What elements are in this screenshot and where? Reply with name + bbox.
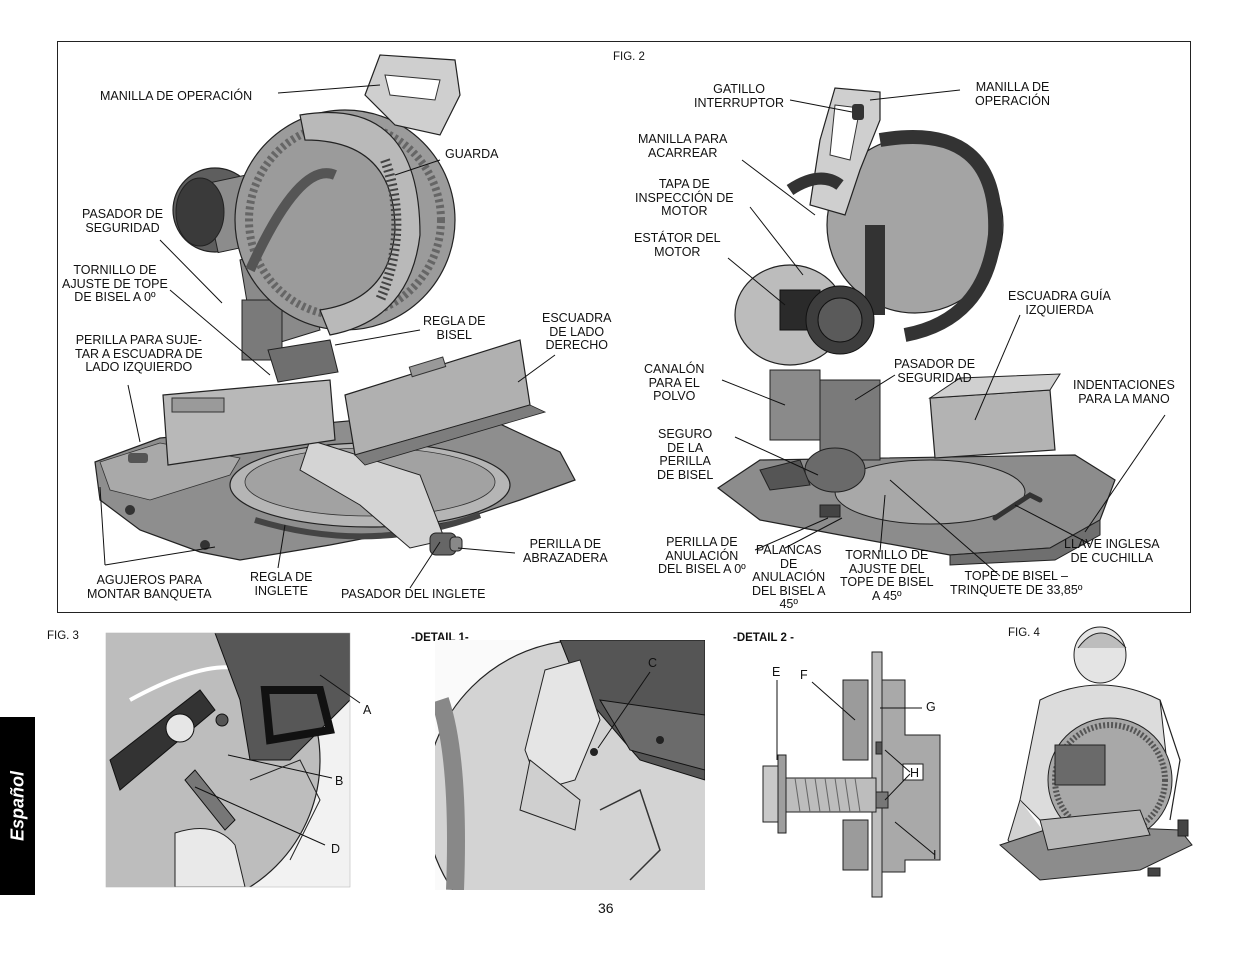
label-bevel-stop-screw-45: TORNILLO DE AJUSTE DEL TOPE DE BISEL A 4…	[840, 548, 934, 603]
label-left-fence-knob: PERILLA PARA SUJE- TAR A ESCUADRA DE LAD…	[75, 333, 203, 374]
fig2-frame	[57, 41, 1191, 613]
label-bevel-knob-lock: SEGURO DE LA PERILLA DE BISEL	[657, 427, 714, 482]
label-carry-handle: MANILLA PARA ACARREAR	[638, 132, 728, 160]
detail2-letter-f: F	[800, 668, 808, 682]
label-bevel-scale: REGLA DE BISEL	[423, 314, 486, 342]
label-guard: GUARDA	[445, 147, 499, 161]
fig4-tag: FIG. 4	[1008, 627, 1040, 639]
detail2-letter-g: G	[926, 700, 936, 714]
label-bevel-override-0: PERILLA DE ANULACIÓN DEL BISEL A 0º	[658, 535, 746, 576]
label-miter-scale: REGLA DE INGLETE	[250, 570, 313, 598]
label-bevel-levers-45: PALANCAS DE ANULACIÓN DEL BISEL A 45º	[752, 543, 826, 611]
label-trigger-switch: GATILLO INTERRUPTOR	[694, 82, 785, 110]
fig3-tag: FIG. 3	[47, 630, 79, 642]
page-number: 36	[598, 900, 614, 916]
detail2-tag: -DETAIL 2 -	[733, 632, 794, 644]
label-clamp-knob: PERILLA DE ABRAZADERA	[523, 537, 608, 565]
label-miter-latch: PASADOR DEL INGLETE	[341, 587, 486, 601]
fig2-tag: FIG. 2	[613, 51, 645, 63]
fig2-right-leaders	[721, 89, 1166, 577]
fig3-letter-d: D	[331, 842, 341, 856]
label-blade-wrench: LLAVE INGLESA DE CUCHILLA	[1064, 537, 1160, 565]
detail2-letter-i: I	[933, 848, 937, 862]
fig3-letter-a: A	[363, 703, 372, 717]
fig3-letter-b: B	[335, 774, 344, 788]
fig2-left-leaders	[99, 84, 556, 589]
detail2-letter-h: H	[910, 766, 920, 780]
label-bench-holes: AGUJEROS PARA MONTAR BANQUETA	[87, 573, 212, 601]
right-saw-illustration	[716, 87, 1116, 566]
label-bevel-stop-screw: TORNILLO DE AJUSTE DE TOPE DE BISEL A 0º	[62, 263, 168, 304]
left-saw-illustration	[94, 54, 576, 561]
label-operating-handle-left: MANILLA DE OPERACIÓN	[100, 89, 253, 103]
label-lock-pin-left: PASADOR DE SEGURIDAD	[82, 207, 164, 235]
language-tab-label: Español	[7, 770, 27, 842]
label-dust-chute: CANALÓN PARA EL POLVO	[644, 362, 705, 403]
label-hand-indents: INDENTACIONES PARA LA MANO	[1073, 378, 1175, 406]
detail1-letter-c: C	[648, 656, 658, 670]
label-left-fence-right: ESCUADRA GUÍA IZQUIERDA	[1008, 289, 1111, 317]
detail1-tag: -DETAIL 1-	[411, 632, 469, 644]
label-lock-pin-right: PASADOR DE SEGURIDAD	[894, 357, 976, 385]
label-bevel-detent: TOPE DE BISEL – TRINQUETE DE 33,85º	[950, 569, 1083, 597]
label-right-fence: ESCUADRA DE LADO DERECHO	[542, 311, 612, 352]
label-motor-stator: ESTÁTOR DEL MOTOR	[634, 231, 721, 259]
label-motor-cover: TAPA DE INSPECCIÓN DE MOTOR	[635, 177, 734, 218]
language-tab: Español	[0, 717, 35, 895]
detail2-letter-e: E	[772, 665, 781, 679]
label-operating-handle-right: MANILLA DE OPERACIÓN	[975, 80, 1051, 108]
